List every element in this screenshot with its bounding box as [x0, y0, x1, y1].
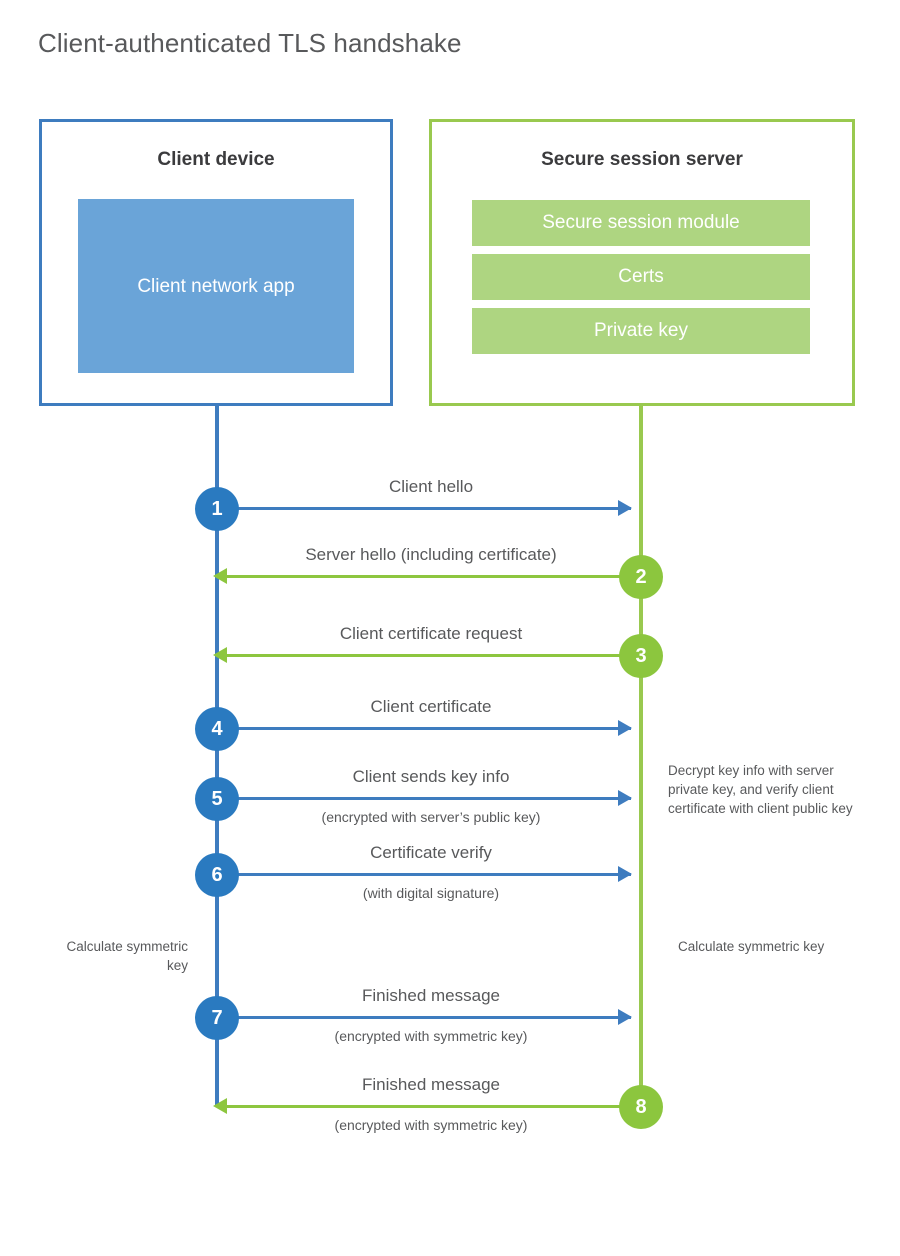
message-label-7: Finished message: [362, 986, 500, 1005]
message-label-1: Client hello: [388, 477, 474, 496]
message-arrow-6: [217, 866, 632, 882]
step-badge-3: 3: [619, 634, 663, 678]
message-arrow-7: [217, 1009, 632, 1025]
note-calculate-symmetric-key-client: Calculate symmetric key: [66, 939, 188, 973]
message-label-2: Server hello (including certificate): [305, 545, 557, 564]
step-badge-8: 8: [619, 1085, 663, 1129]
secure-session-server-box: Secure session server Secure session mod…: [429, 119, 855, 406]
server-lifeline: [639, 406, 643, 1106]
arrowhead-left-icon: [213, 1098, 227, 1114]
secure-session-server-title: Secure session server: [541, 149, 743, 170]
message-label-5: Client sends key info: [352, 767, 510, 786]
client-device-title: Client device: [157, 149, 275, 170]
message-arrow-1: [217, 500, 632, 516]
message-arrow-3: [213, 647, 641, 663]
message-sublabel-8: (encrypted with symmetric key): [334, 1117, 528, 1133]
arrowhead-right-icon: [618, 720, 632, 736]
step-badge-5: 5: [195, 777, 239, 821]
message-arrow-2: [213, 568, 641, 584]
message-label-6: Certificate verify: [370, 843, 492, 862]
arrowhead-right-icon: [618, 500, 632, 516]
step-badge-7: 7: [195, 996, 239, 1040]
server-component-certs: Certs: [472, 254, 810, 300]
step-badge-6: 6: [195, 853, 239, 897]
arrowhead-right-icon: [618, 1009, 632, 1025]
message-arrow-5: [217, 790, 632, 806]
server-component-private-key: Private key: [472, 308, 810, 354]
arrowhead-right-icon: [618, 790, 632, 806]
message-arrow-4: [217, 720, 632, 736]
message-arrow-8: [213, 1098, 641, 1114]
client-lifeline: [215, 406, 219, 1107]
arrowhead-left-icon: [213, 568, 227, 584]
message-label-8: Finished message: [362, 1075, 500, 1094]
step-badge-2: 2: [619, 555, 663, 599]
message-label-3: Client certificate request: [339, 624, 523, 643]
message-label-4: Client certificate: [370, 697, 492, 716]
step-badge-1: 1: [195, 487, 239, 531]
message-sublabel-5: (encrypted with server’s public key): [321, 809, 541, 825]
client-device-box: Client device Client network app: [39, 119, 393, 406]
note-calculate-symmetric-key-server: Calculate symmetric key: [678, 939, 825, 954]
arrowhead-left-icon: [213, 647, 227, 663]
page-title: Client-authenticated TLS handshake: [38, 28, 462, 58]
step-badge-4: 4: [195, 707, 239, 751]
server-component-secure-session-module: Secure session module: [472, 200, 810, 246]
note-decrypt-key-info: Decrypt key info with server private key…: [668, 763, 853, 816]
arrowhead-right-icon: [618, 866, 632, 882]
message-sublabel-7: (encrypted with symmetric key): [334, 1028, 528, 1044]
client-network-app-block: Client network app: [78, 199, 354, 373]
message-sublabel-6: (with digital signature): [362, 885, 500, 901]
server-component-stack: Secure session module Certs Private key: [472, 200, 810, 354]
